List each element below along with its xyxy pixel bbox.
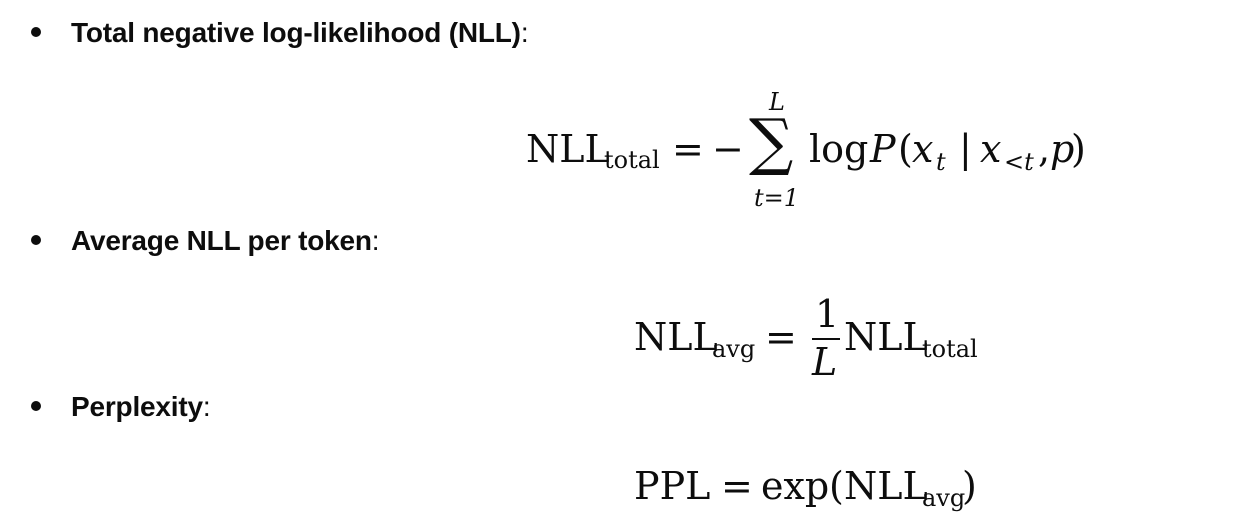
eq1-comma: , bbox=[1038, 127, 1051, 171]
eq1-p: p bbox=[1050, 127, 1075, 171]
eq1-P: P bbox=[870, 127, 896, 171]
bullet-dot bbox=[31, 235, 41, 245]
eq3-arg-sub: avg bbox=[922, 484, 966, 512]
eq2-denominator: L bbox=[812, 340, 838, 384]
eq1-x2-sub: <t bbox=[1004, 148, 1034, 176]
eq3-rparen: ) bbox=[962, 464, 977, 508]
eq3-lhs: PPL bbox=[634, 464, 711, 508]
eq2-fraction-bar bbox=[812, 338, 840, 340]
eq3-lparen: ( bbox=[829, 464, 844, 508]
eq1-minus: − bbox=[712, 127, 744, 171]
eq1-equals: = bbox=[672, 127, 704, 171]
bullet-label: Average NLL per token: bbox=[71, 225, 380, 256]
bullet-label: Total negative log-likelihood (NLL): bbox=[71, 17, 529, 48]
eq1-x1-sub: t bbox=[936, 148, 946, 176]
bullet-label: Perplexity: bbox=[71, 391, 211, 422]
eq3-arg: NLL bbox=[844, 464, 928, 508]
eq2-numerator: 1 bbox=[815, 292, 840, 336]
eq1-lparen: ( bbox=[898, 127, 913, 171]
eq1-rparen: ) bbox=[1071, 127, 1086, 171]
eq1-sum-lower: t=1 bbox=[754, 184, 800, 212]
eq1-log: log bbox=[809, 127, 869, 171]
eq1-lhs: NLL bbox=[526, 127, 610, 171]
bullet-dot bbox=[31, 27, 41, 37]
eq1-sum-upper: L bbox=[769, 88, 785, 116]
eq2-lhs: NLL bbox=[634, 315, 718, 359]
eq1-bar: | bbox=[959, 127, 972, 171]
eq1-sum: ∑ bbox=[749, 105, 794, 178]
eq2-lhs-sub: avg bbox=[712, 335, 756, 363]
eq1-lhs-sub: total bbox=[604, 146, 660, 174]
eq1-x1: x bbox=[912, 127, 934, 171]
bullet-dot bbox=[31, 401, 41, 411]
eq1-x2: x bbox=[980, 127, 1002, 171]
eq2-rhs-sub: total bbox=[922, 335, 978, 363]
eq3-exp: exp bbox=[761, 464, 830, 508]
eq2-rhs: NLL bbox=[844, 315, 928, 359]
eq2-equals: = bbox=[765, 315, 797, 359]
eq3-equals: = bbox=[721, 464, 753, 508]
